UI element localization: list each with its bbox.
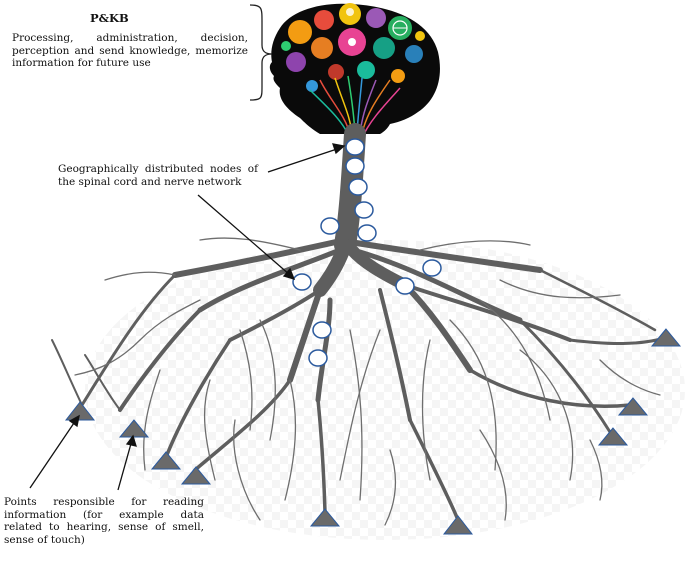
node xyxy=(395,277,415,295)
book-icon xyxy=(405,45,423,63)
background-pattern xyxy=(85,240,685,540)
nodes-description: Geographically distributed nodes of the … xyxy=(58,163,258,188)
sensor-triangle xyxy=(118,419,150,438)
sensor-points xyxy=(64,328,682,535)
arrow-to-branch-node xyxy=(197,194,291,276)
sensor-triangle xyxy=(650,328,682,347)
chart-icon xyxy=(373,37,395,59)
brain-icons xyxy=(281,3,425,92)
node xyxy=(292,273,312,291)
node xyxy=(308,349,328,367)
pkb-description: Processing, administration, decision, pe… xyxy=(12,32,248,69)
music-icon xyxy=(328,64,344,80)
fine-roots xyxy=(74,237,661,526)
sensor-triangle xyxy=(64,401,96,421)
node xyxy=(345,138,365,156)
arrow-to-spine-node xyxy=(267,147,341,173)
sensor-triangle xyxy=(180,466,212,485)
sensor-triangle xyxy=(309,508,341,527)
spine-nodes xyxy=(292,138,442,367)
points-description: Points responsible for reading informati… xyxy=(4,496,204,546)
people-icon xyxy=(314,10,334,30)
node xyxy=(312,321,332,339)
pkb-title: P&KB xyxy=(90,11,129,25)
callout-arrows xyxy=(29,143,346,491)
sensor-triangle xyxy=(442,515,474,535)
node xyxy=(357,224,377,242)
node xyxy=(345,157,365,175)
sensor-triangle xyxy=(597,427,629,446)
atom-icon xyxy=(311,37,333,59)
sensor-triangle xyxy=(150,451,182,470)
arrow-to-second-sensor xyxy=(117,439,133,491)
node xyxy=(348,178,368,196)
dna-icon xyxy=(288,20,312,44)
arrow-to-left-sensor xyxy=(29,419,77,489)
sensor-triangle xyxy=(617,397,649,416)
runner-icon xyxy=(286,52,306,72)
laptop-icon xyxy=(357,61,375,79)
gear-icon xyxy=(366,8,386,28)
node xyxy=(422,259,442,277)
node xyxy=(354,201,374,219)
brace-bracket xyxy=(249,4,273,101)
node xyxy=(320,217,340,235)
